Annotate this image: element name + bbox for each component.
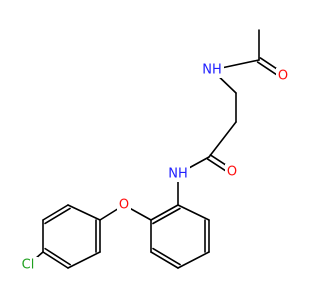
- atom-o-amide: O: [225, 164, 239, 180]
- atom-o-ether: O: [117, 197, 131, 213]
- molecule-structure: NH O NH O O Cl: [18, 29, 290, 273]
- bond-ring2-e: [67, 251, 101, 269]
- bond-ring2-b: [42, 204, 69, 221]
- atom-label-nh-top: NH: [202, 63, 222, 78]
- bond-ring2-a: [67, 204, 101, 221]
- atom-label-cl: Cl: [22, 258, 35, 273]
- atom-label-o-ether: O: [119, 198, 129, 213]
- atom-o-acetyl: O: [276, 68, 290, 84]
- atom-label-nh-mid: NH: [168, 167, 188, 182]
- atom-chlorine: Cl: [18, 257, 38, 273]
- atom-label-o-mid: O: [227, 165, 237, 180]
- bond-ch2-amide-c: [208, 121, 237, 158]
- bond-ring1-c: [177, 251, 210, 269]
- bond-ring1-f-inner: [152, 207, 181, 225]
- bond-layer: [27, 29, 286, 269]
- bond-ring1-f: [150, 204, 179, 221]
- atom-nh-acetamide: NH: [200, 62, 224, 78]
- bond-ring1-a: [177, 204, 210, 221]
- atom-label-o-top: O: [278, 69, 288, 84]
- bond-ring2-d-inner: [44, 247, 71, 266]
- bond-ring2-b-inner: [44, 207, 71, 225]
- bond-ring1-d: [150, 251, 179, 269]
- atom-nh-anilide: NH: [166, 166, 190, 182]
- molecule-canvas: NH O NH O O Cl: [18, 29, 290, 273]
- bond-ring2-d: [42, 251, 69, 269]
- bond-ring1-d-inner: [152, 247, 181, 266]
- label-layer: NH O NH O O Cl: [18, 62, 290, 273]
